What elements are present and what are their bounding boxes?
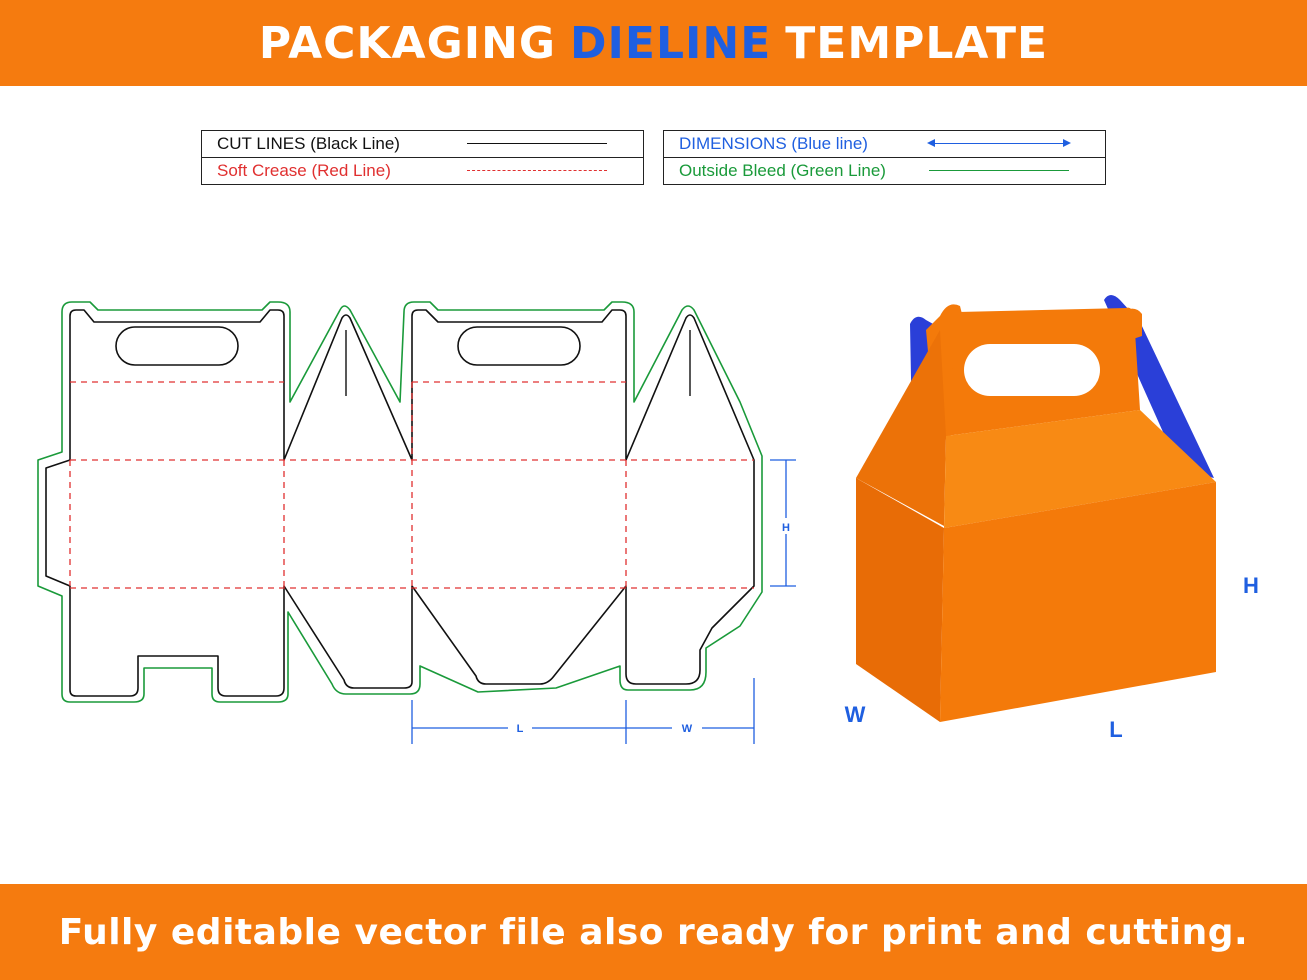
header-title-part1: PACKAGING — [258, 17, 557, 69]
box-width-label: W — [845, 702, 866, 727]
dimension-lines — [411, 459, 796, 744]
box-length-label: L — [1109, 717, 1122, 742]
legend-cut-label: CUT LINES (Black Line) — [217, 134, 400, 153]
box-front-face — [940, 482, 1216, 722]
dieline-height-label: H — [782, 522, 790, 534]
dimension-arrow-sample — [927, 139, 1071, 147]
crease-lines — [69, 381, 754, 589]
box-top-slope — [944, 410, 1216, 528]
dieline-width-label: W — [682, 723, 693, 735]
legend-cut-row: CUT LINES (Black Line) — [202, 131, 643, 157]
legend-bleed-label: Outside Bleed (Green Line) — [679, 161, 886, 180]
handle-hole-1 — [115, 326, 239, 366]
footer-banner: Fully editable vector file also ready fo… — [0, 884, 1307, 980]
header-title-accent: DIELINE — [570, 17, 772, 69]
box-side-face — [856, 478, 944, 722]
cut-line-sample — [467, 143, 607, 144]
legend-bleed-row: Outside Bleed (Green Line) — [664, 157, 1105, 184]
box-side-top — [856, 330, 946, 526]
bleed-outline — [37, 301, 763, 703]
cut-outline — [45, 309, 755, 697]
header-banner: PACKAGING DIELINE TEMPLATE — [0, 0, 1307, 86]
legend-table-left: CUT LINES (Black Line) Soft Crease (Red … — [201, 130, 644, 185]
legend-crease-row: Soft Crease (Red Line) — [202, 157, 643, 184]
legend-dimensions-row: DIMENSIONS (Blue line) — [664, 131, 1105, 157]
crease-line-sample — [467, 170, 607, 171]
dieline-length-label: L — [517, 723, 524, 735]
legend-table-right: DIMENSIONS (Blue line) Outside Bleed (Gr… — [663, 130, 1106, 185]
bleed-line-sample — [929, 170, 1069, 171]
legend-dimensions-label: DIMENSIONS (Blue line) — [679, 134, 868, 153]
handle-hole-2 — [457, 326, 581, 366]
footer-text: Fully editable vector file also ready fo… — [58, 911, 1249, 953]
gable-box-3d — [856, 295, 1216, 722]
box-height-label: H — [1243, 573, 1259, 598]
header-title-part2: TEMPLATE — [785, 17, 1049, 69]
box-handle-hole — [964, 344, 1100, 396]
legend-crease-label: Soft Crease (Red Line) — [217, 161, 391, 180]
